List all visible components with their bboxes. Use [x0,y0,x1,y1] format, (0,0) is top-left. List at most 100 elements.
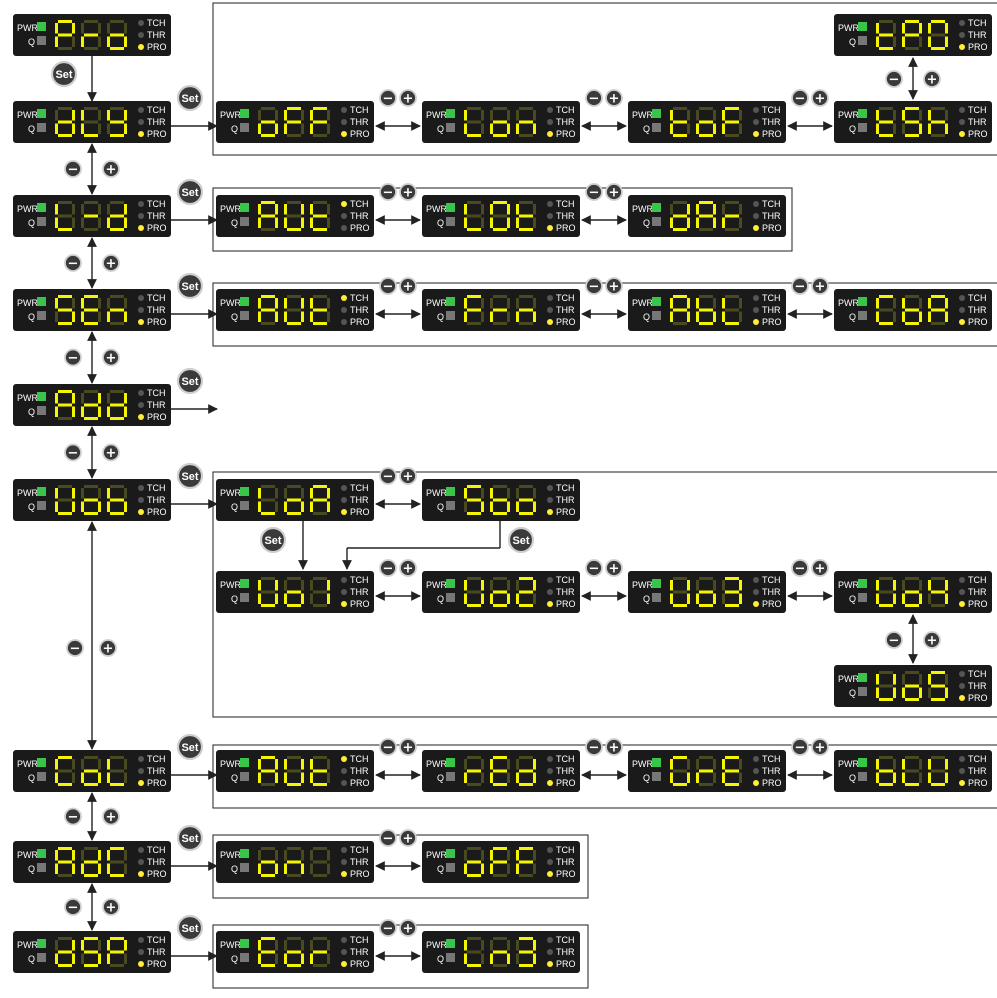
plus-button-icon: + [605,89,623,107]
thr-label: THR [556,495,575,505]
segment-e [876,36,879,47]
segment-c [327,217,330,228]
segment-g [110,120,124,124]
segment-b [98,940,101,951]
thr-label: THR [968,587,987,597]
pro-indicator-icon [753,780,759,786]
segment-f [902,110,905,121]
thr-label: THR [762,305,781,315]
segment-e [464,501,467,512]
plus-button-icon: + [102,160,120,178]
segment-f [670,759,673,770]
svg-text:−: − [383,741,394,756]
segment-b [945,23,948,34]
plus-button-icon: + [102,443,120,462]
segment-a [467,295,481,298]
pwr-label: PWR [17,204,38,214]
pwr-led-icon [240,849,249,858]
svg-text:−: − [383,92,394,107]
segment-e [696,217,699,228]
tch-indicator-icon [341,201,347,207]
pwr-led-icon [37,297,46,306]
tch-label: TCH [556,935,575,945]
seven-segment-display [55,390,127,420]
pro-label: PRO [968,693,988,703]
thr-label: THR [762,587,781,597]
segment-e [490,953,493,964]
segment-a [287,485,301,488]
tch-label: TCH [762,754,781,764]
segment-b [945,674,948,685]
pro-label: PRO [147,129,167,139]
tch-label: TCH [556,105,575,115]
segment-c [481,593,484,604]
segment-f [464,940,467,951]
segment-c [301,953,304,964]
q-label: Q [437,773,444,783]
segment-g [673,214,687,218]
segment-g [261,950,275,954]
segment-f [258,759,261,770]
segment-e [464,123,467,134]
segment-c [919,36,922,47]
svg-text:+: + [106,901,117,916]
segment-a [58,756,72,759]
segment-c [124,863,127,874]
segment-d [84,874,98,877]
segment-b [507,298,510,309]
segment-f [490,940,493,951]
plus-button-icon: + [923,631,941,649]
tch-label: TCH [350,293,369,303]
pwr-label: PWR [426,488,447,498]
segment-c [301,863,304,874]
plus-button-icon: + [605,738,623,756]
segment-b [275,204,278,215]
tch-label: TCH [556,483,575,493]
segment-e [55,217,58,228]
pro-label: PRO [556,507,576,517]
pwr-label: PWR [426,940,447,950]
segment-e [902,123,905,134]
segment-f [107,940,110,951]
segment-a [493,756,507,759]
segment-f [55,23,58,34]
segment-b [301,850,304,861]
segment-g [879,120,893,124]
segment-b [301,940,304,951]
thr-label: THR [350,587,369,597]
pro-label: PRO [147,412,167,422]
segment-d [493,322,507,325]
segment-b [893,23,896,34]
tch-label: TCH [762,199,781,209]
plus-button-icon: + [811,89,829,107]
q-led-icon [37,501,46,510]
segment-a [313,756,327,759]
plus-button-icon: + [102,254,120,272]
segment-e [928,311,931,322]
segment-a [493,295,507,298]
segment-g [84,403,98,407]
segment-c [893,123,896,134]
segment-b [739,298,742,309]
pwr-led-icon [240,758,249,767]
pro-label: PRO [350,317,370,327]
segment-a [519,756,533,759]
segment-a [261,847,275,850]
segment-c [713,311,716,322]
segment-b [533,940,536,951]
segment-a [261,485,275,488]
pro-indicator-icon [753,601,759,607]
seven-segment-display [464,937,536,967]
svg-text:+: + [403,832,414,847]
segment-c [72,406,75,417]
segment-e [310,953,313,964]
pro-indicator-icon [959,780,965,786]
pwr-led-icon [652,758,661,767]
plus-button-icon: + [605,183,623,201]
segment-e [284,217,287,228]
segment-c [533,953,536,964]
segment-d [261,964,275,967]
segment-a [84,107,98,110]
